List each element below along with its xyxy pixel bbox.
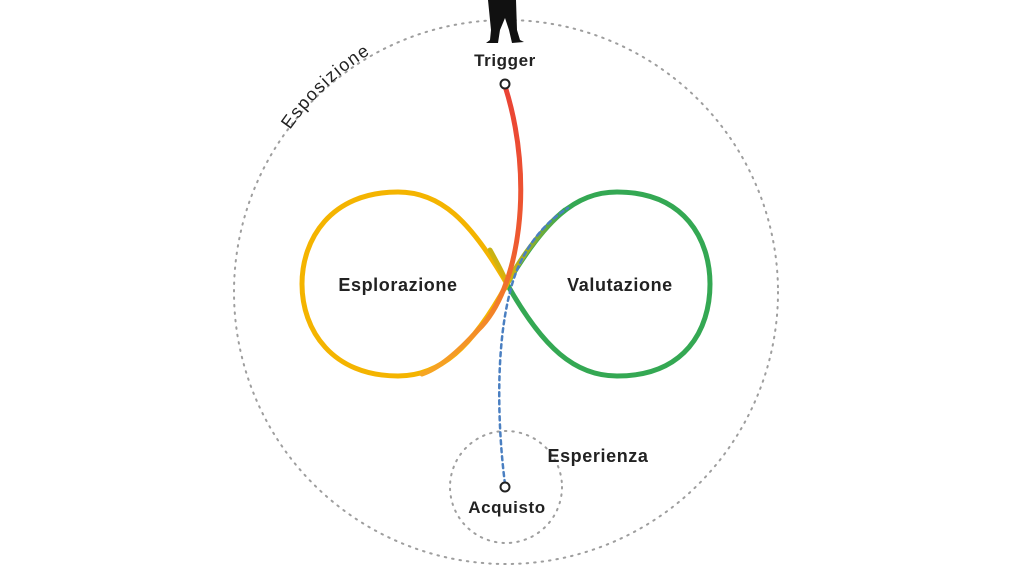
person-silhouette-icon — [486, 0, 524, 43]
evaluation-loop — [504, 189, 713, 379]
exposure-boundary — [233, 19, 779, 565]
experience-label: Esperienza — [547, 446, 648, 466]
exposure-label: Esposizione — [277, 40, 373, 133]
trigger-node — [499, 78, 511, 90]
exploration-label: Esplorazione — [338, 275, 457, 295]
trigger-label: Trigger — [474, 51, 536, 70]
purchase-label: Acquisto — [468, 498, 546, 517]
purchase-path — [498, 206, 570, 486]
experience-boundary — [449, 430, 563, 544]
purchase-node — [499, 481, 511, 493]
trigger-path — [419, 83, 524, 377]
evaluation-label: Valutazione — [567, 275, 673, 295]
